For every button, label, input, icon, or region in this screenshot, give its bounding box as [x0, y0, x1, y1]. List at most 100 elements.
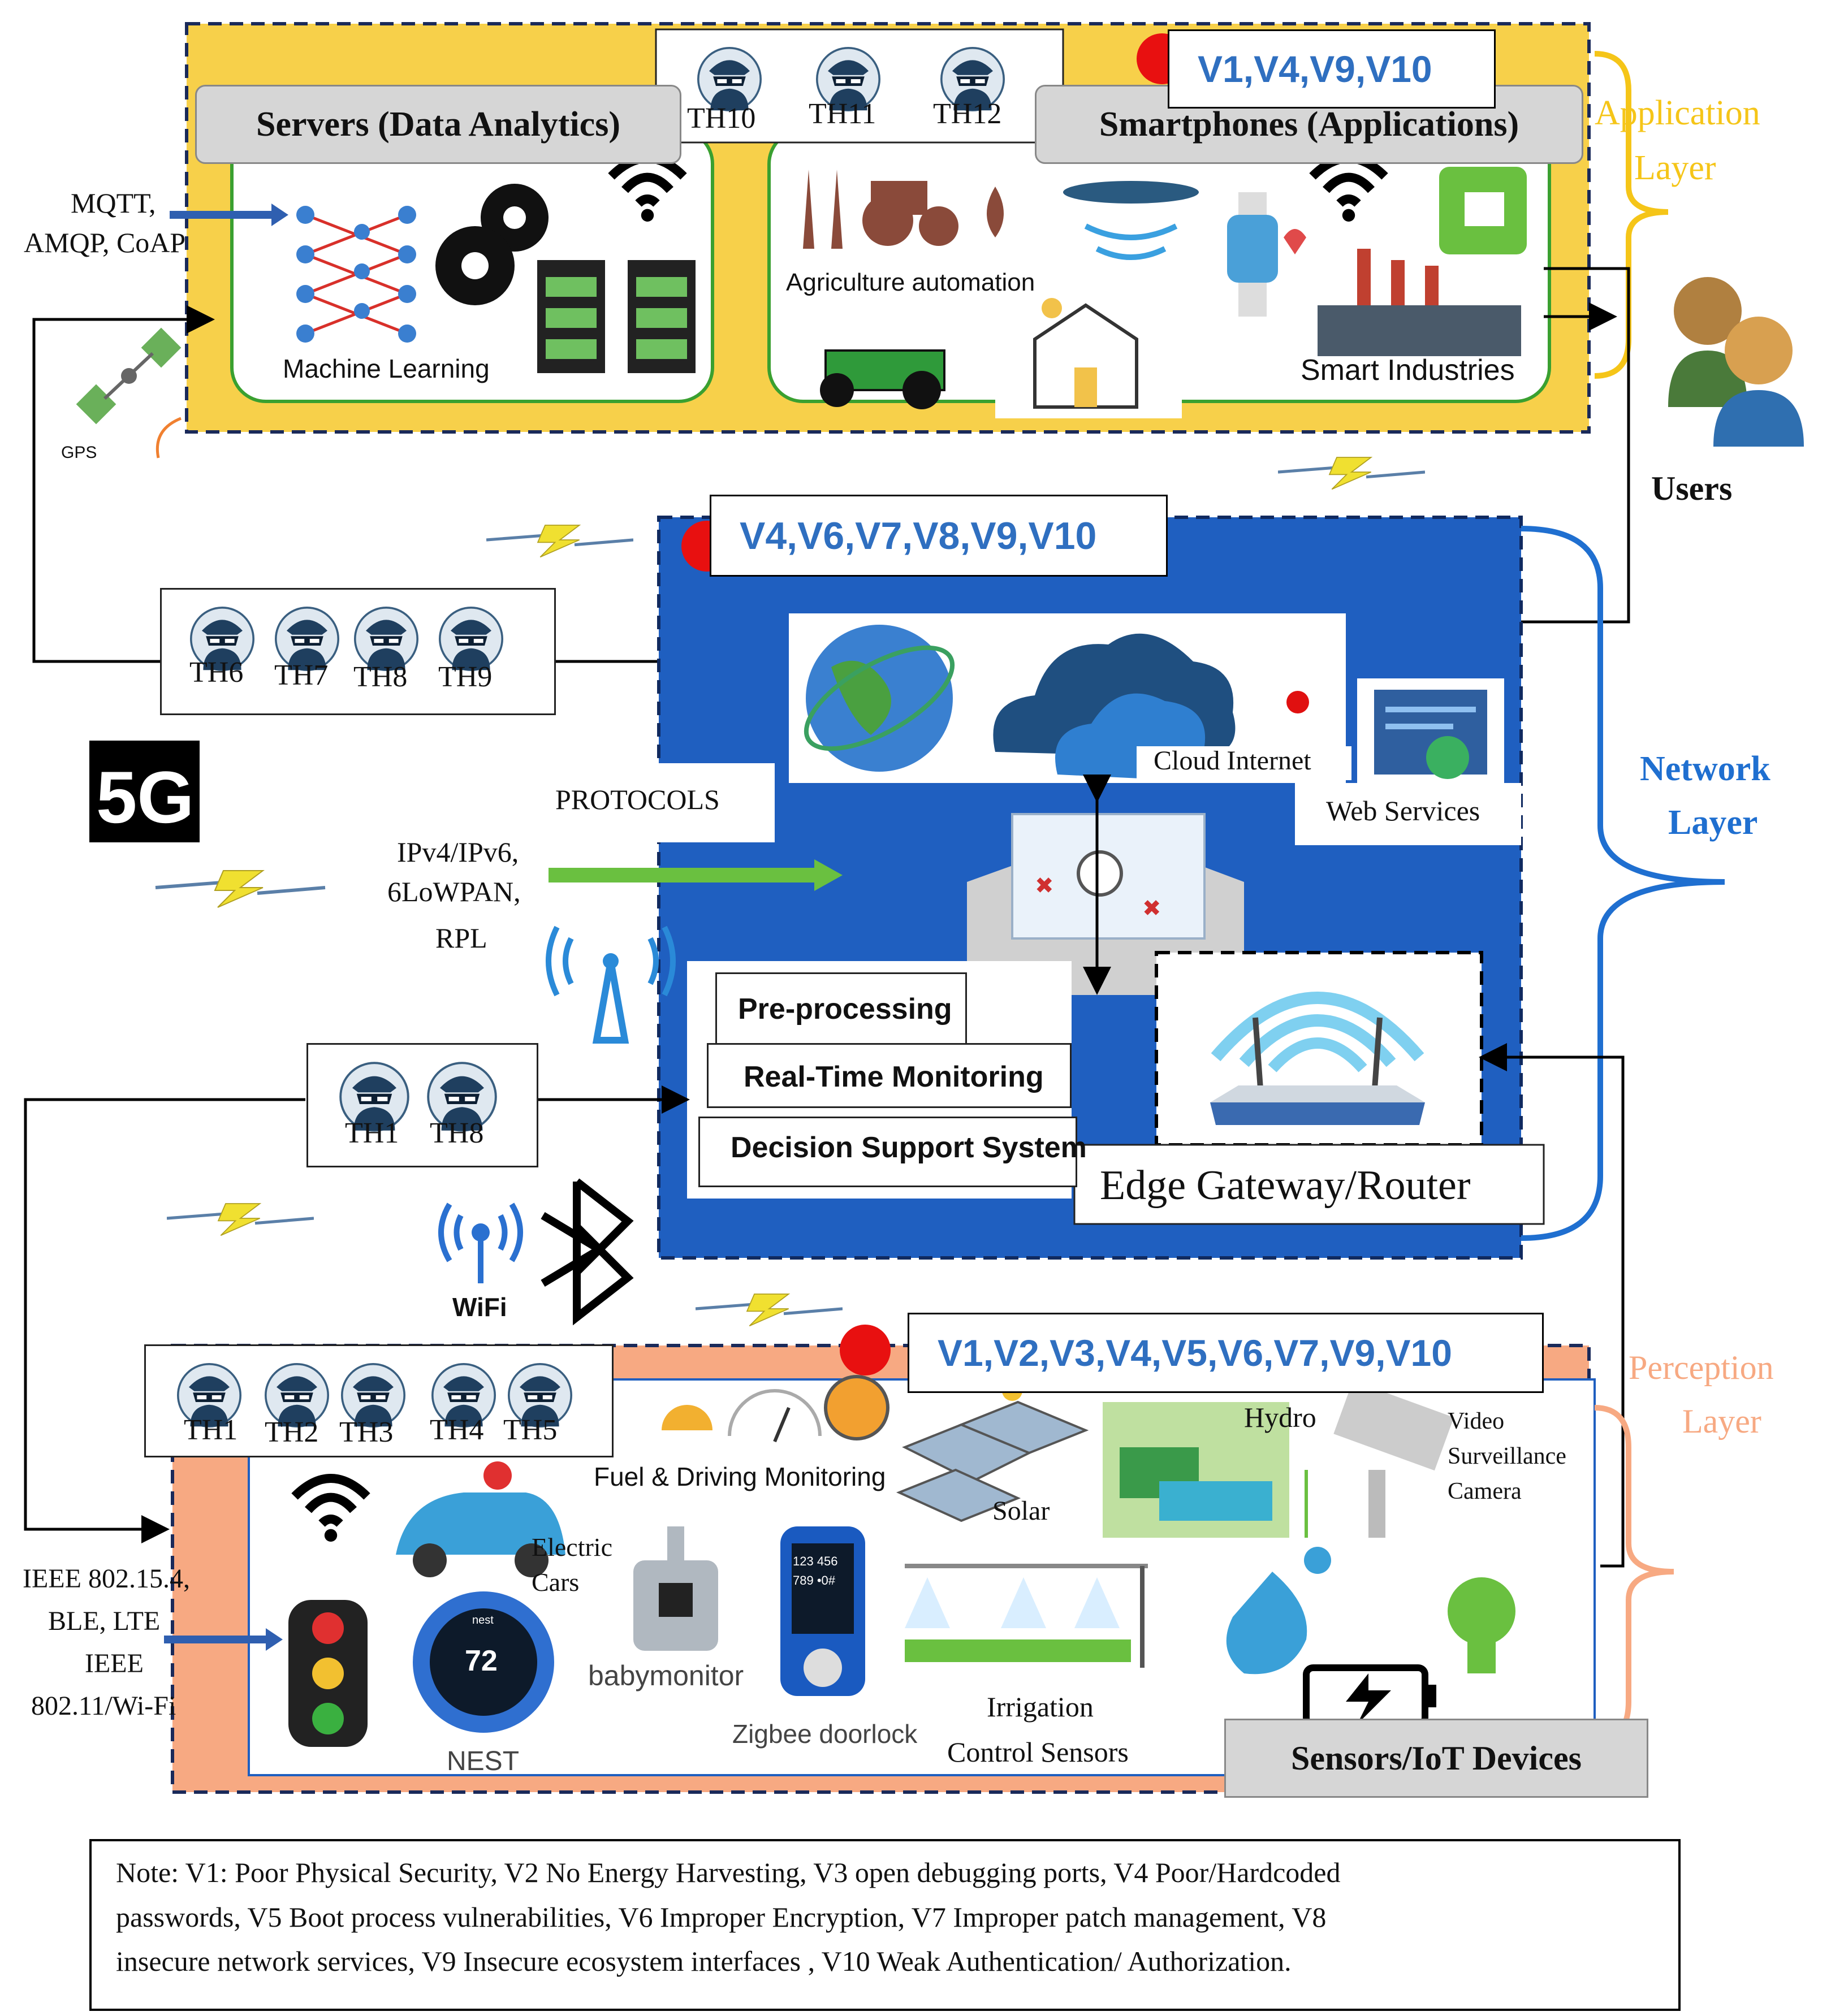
hacker-icons — [339, 1062, 497, 1132]
note-line-1: Note: V1: Poor Physical Security, V2 No … — [116, 1857, 1341, 1888]
nest-label: NEST — [447, 1746, 520, 1776]
baby-monitor-icon — [633, 1526, 718, 1651]
traffic-light-icon — [288, 1600, 368, 1747]
protocol-ipv: IPv4/IPv6, — [397, 836, 519, 868]
gps-label: GPS — [61, 443, 97, 462]
lightning-icon — [1278, 457, 1425, 489]
web-services-icon — [1374, 690, 1487, 779]
network-layer-label-1: Network — [1640, 750, 1770, 788]
lightning-icon — [486, 525, 633, 557]
nest-brand: nest — [472, 1614, 494, 1626]
hydro-label: Hydro — [1244, 1401, 1316, 1433]
smart-industries-label: Smart Industries — [1301, 354, 1515, 387]
gear-icon — [435, 184, 549, 305]
svg-text:✖: ✖ — [1142, 896, 1161, 921]
application-brace — [1594, 51, 1669, 379]
video-label-3: Camera — [1448, 1478, 1522, 1504]
edge-gateway-label: Edge Gateway/Router — [1100, 1162, 1471, 1209]
perception-layer-label-2: Layer — [1682, 1403, 1761, 1440]
smart-home-icon — [995, 283, 1182, 418]
protocol-rpl: RPL — [435, 922, 487, 954]
video-label-1: Video — [1448, 1408, 1505, 1434]
smart-industry-icon — [1318, 158, 1538, 356]
fuel-gauge-icon — [662, 1375, 889, 1443]
threat-label: TH1 — [345, 1117, 399, 1149]
note-line-2: passwords, V5 Boot process vulnerabiliti… — [116, 1901, 1327, 1933]
threat-label: TH7 — [274, 659, 329, 691]
protocols-title: PROTOCOLS — [555, 784, 720, 815]
protocol-bottom-4: 802.11/Wi-Fi — [31, 1691, 176, 1721]
cloud-label: Cloud Internet — [1154, 746, 1311, 776]
note-line-3: insecure network services, V9 Insecure e… — [116, 1945, 1292, 1977]
protocol-top-1: MQTT, — [71, 187, 156, 219]
protocol-6lowpan: 6LoWPAN, — [387, 876, 521, 907]
threat-label: TH11 — [809, 98, 876, 130]
cell-tower-icon — [546, 925, 676, 1044]
lightning-icon — [167, 1204, 314, 1235]
perception-layer-label-1: Perception — [1629, 1349, 1774, 1386]
threat-label: TH9 — [438, 661, 493, 693]
video-label-2: Surveillance — [1448, 1443, 1566, 1469]
keypad-digits: 123 456 789 •0# — [793, 1554, 838, 1587]
machine-learning-icon — [296, 206, 416, 343]
threat-label: TH2 — [265, 1416, 319, 1448]
irrigation-label-2: Control Sensors — [947, 1736, 1129, 1768]
users-icon — [1668, 277, 1804, 447]
application-vulnerabilities: V1,V4,V9,V10 — [1168, 29, 1496, 109]
threat-label: TH12 — [933, 98, 1002, 130]
threat-label: TH10 — [687, 102, 756, 135]
pre-processing-label: Pre-processing — [738, 993, 952, 1026]
wifi-label: WiFi — [452, 1292, 507, 1322]
threat-label: TH6 — [189, 656, 244, 689]
zigbee-label: Zigbee doorlock — [732, 1719, 918, 1749]
application-layer-label-2: Layer — [1634, 149, 1716, 187]
network-brace — [1521, 526, 1725, 1241]
perception-vulnerabilities: V1,V2,V3,V4,V5,V6,V7,V9,V10 — [908, 1313, 1544, 1393]
fuel-label: Fuel & Driving Monitoring — [594, 1462, 886, 1491]
smartwatch-icon — [1227, 192, 1306, 317]
network-layer-label-2: Layer — [1668, 803, 1758, 842]
note-box — [89, 1839, 1681, 2011]
threat-label: TH8 — [430, 1117, 484, 1149]
babymonitor-label: babymonitor — [588, 1660, 744, 1691]
decision-support-box — [698, 1117, 1077, 1187]
network-vulnerabilities: V4,V6,V7,V8,V9,V10 — [710, 495, 1168, 577]
users-label: Users — [1651, 470, 1733, 507]
decision-support-label: Decision Support System — [731, 1131, 1087, 1164]
agriculture-label: Agriculture automation — [786, 269, 1035, 296]
router-icon — [1210, 992, 1425, 1125]
alert-dot — [840, 1325, 891, 1375]
server-rack-icon — [537, 260, 696, 373]
light-bulb-icon — [1448, 1577, 1515, 1673]
zigbee-doorlock-icon — [780, 1526, 865, 1696]
protocol-bottom-1: IEEE 802.15.4, — [23, 1564, 190, 1594]
surveillance-camera-icon — [1305, 1381, 1454, 1538]
globe-icon — [804, 625, 955, 772]
threat-label: TH1 — [184, 1414, 238, 1446]
5g-icon — [89, 741, 200, 842]
agriculture-icon — [803, 170, 1004, 249]
drone-icon — [1057, 170, 1210, 283]
threat-label: TH4 — [430, 1414, 484, 1446]
threat-label: TH3 — [339, 1416, 394, 1448]
wifi-icon — [283, 1456, 379, 1546]
hacker-icons — [189, 607, 504, 671]
sensors-title: Sensors/IoT Devices — [1224, 1719, 1648, 1798]
solar-panel-icon — [896, 1381, 1089, 1522]
water-sensor-icon — [1226, 1547, 1331, 1675]
machine-learning-label: Machine Learning — [283, 354, 490, 383]
tractor-icon — [797, 317, 956, 409]
perception-brace — [1594, 1405, 1674, 1744]
electric-label-1: Electric — [532, 1533, 613, 1561]
lightning-icon — [696, 1294, 843, 1326]
irrigation-label-1: Irrigation — [987, 1691, 1094, 1723]
threat-label: TH8 — [353, 661, 408, 693]
real-time-label: Real-Time Monitoring — [744, 1061, 1044, 1093]
web-services-label: Web Services — [1326, 795, 1480, 827]
solar-label: Solar — [992, 1496, 1050, 1526]
svg-text:✖: ✖ — [1035, 873, 1054, 898]
real-time-box — [707, 1043, 1072, 1108]
electric-car-icon — [396, 1461, 565, 1577]
protocol-bottom-2: BLE, LTE — [48, 1606, 161, 1636]
bluetooth-icon — [541, 1178, 634, 1326]
